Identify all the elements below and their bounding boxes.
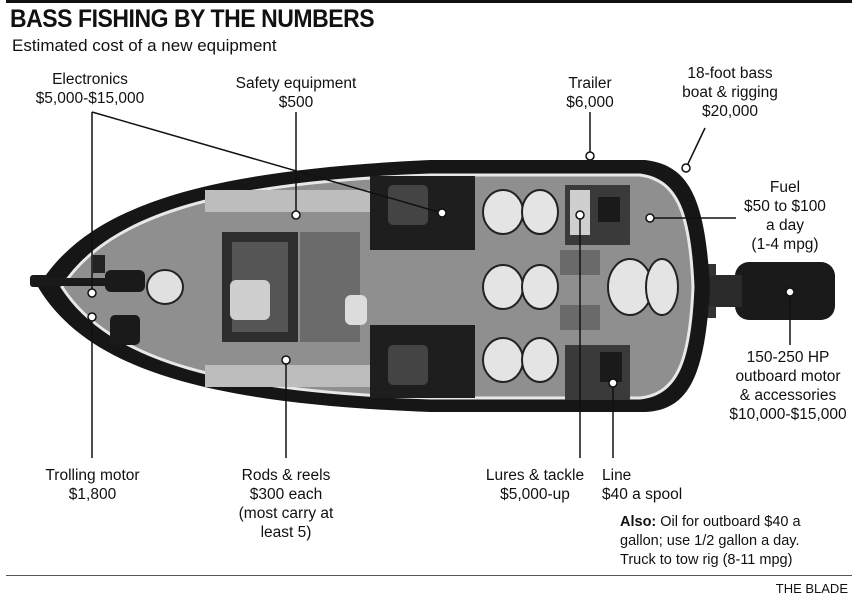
label-motor-line2: outboard motor [735,368,841,385]
label-lures-cost: $5,000-up [500,486,570,503]
label-lures-name: Lures & tackle [485,467,585,484]
label-rods-name: Rods & reels [241,467,331,484]
page-subtitle: Estimated cost of a new equipment [12,36,277,55]
label-fuel: Fuel $50 to $100 a day (1-4 mpg) [730,178,840,254]
page-title: BASS FISHING BY THE NUMBERS [10,5,375,33]
label-lures-tackle: Lures & tackle $5,000-up [470,466,600,504]
label-fuel-line2: $50 to $100 [744,198,826,215]
also-text3: Truck to tow rig (8-11 mpg) [620,552,793,568]
label-motor-line3: & accessories [739,387,837,404]
credit: THE BLADE [775,581,848,596]
label-fuel-line3: a day [766,217,804,234]
bottom-rule [6,575,852,576]
label-motor-line1: 150-250 HP [746,349,830,366]
trolling-motor-shape [30,270,145,345]
label-line-name: Line [602,467,632,484]
also-lead: Also: [620,514,657,530]
label-line-cost: $40 a spool [602,486,683,503]
label-trolling-cost: $1,800 [68,486,117,503]
label-safety-cost: $500 [278,94,314,111]
label-boat-line2: boat & rigging [682,84,778,101]
label-rods-line4: least 5) [260,524,312,541]
label-electronics: Electronics $5,000-$15,000 [15,70,165,108]
label-boat-cost: $20,000 [701,103,759,120]
label-trailer-name: Trailer [568,75,612,92]
label-rods-line3: (most carry at [238,505,334,522]
top-rule [6,0,852,3]
label-fuel-line4: (1-4 mpg) [751,236,819,253]
label-line: Line $40 a spool [602,466,702,504]
label-electronics-cost: $5,000-$15,000 [35,90,145,107]
label-boat-rigging: 18-foot bass boat & rigging $20,000 [660,64,800,121]
label-trailer: Trailer $6,000 [545,74,635,112]
outboard-motor-shape [700,262,835,320]
also-note: Also: Oil for outboard $40 a gallon; use… [620,513,840,570]
label-safety-name: Safety equipment [235,75,357,92]
also-text2: gallon; use 1/2 gallon a day. [620,533,800,549]
label-outboard-motor: 150-250 HP outboard motor & accessories … [722,348,854,424]
label-trailer-cost: $6,000 [566,94,614,111]
label-boat-line1: 18-foot bass [687,65,773,82]
label-rods-cost: $300 each [249,486,323,503]
label-motor-cost: $10,000-$15,000 [729,406,847,423]
label-fuel-name: Fuel [769,179,801,196]
also-text1: Oil for outboard $40 a [656,514,801,530]
label-trolling-name: Trolling motor [45,467,140,484]
label-electronics-name: Electronics [52,71,128,88]
label-trolling-motor: Trolling motor $1,800 [25,466,160,504]
label-rods-reels: Rods & reels $300 each (most carry at le… [215,466,357,542]
label-safety-equipment: Safety equipment $500 [220,74,372,112]
